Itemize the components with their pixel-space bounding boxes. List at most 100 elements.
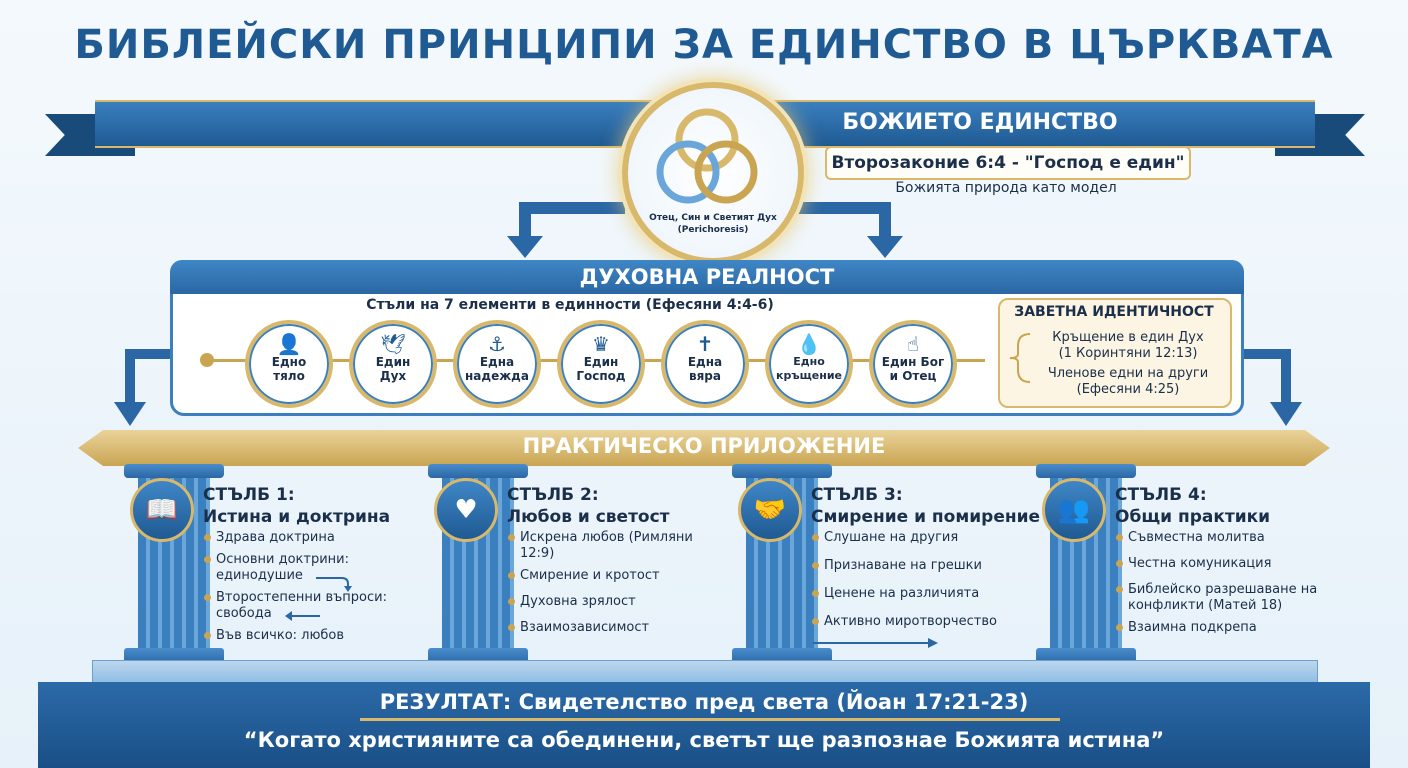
element-label: Една	[479, 355, 515, 369]
elements-chain-dot	[200, 353, 214, 367]
trinity-rings-icon	[656, 108, 758, 204]
pillar-list-line	[812, 532, 814, 644]
side-arrow-right	[1242, 349, 1302, 426]
list-item: Смирение и кротост	[508, 568, 700, 584]
covenant-item: Кръщение в един Дух (1 Коринтяни 12:13)	[1030, 330, 1226, 362]
element-one-lord: ♛ Един Господ	[557, 320, 645, 408]
pillar-capital	[428, 464, 528, 478]
pillar-number: СТЪЛБ 3:	[811, 485, 903, 505]
result-line: РЕЗУЛТАТ: Свидетелство пред света (Йоан …	[379, 690, 1029, 714]
list-item: Второстепенни въпроси: свобода	[204, 590, 421, 622]
list-item: Активно миротворчество	[812, 614, 1034, 630]
person-icon: 👤	[276, 332, 302, 356]
divine-unity-subtitle: Божията природа като модел	[895, 180, 1117, 196]
swap-arrow-icon	[285, 611, 320, 621]
practical-heading: ПРАКТИЧЕСКО ПРИЛОЖЕНИЕ	[522, 434, 886, 458]
heart-icon: ♥	[434, 478, 498, 542]
arrow-right-head	[867, 236, 903, 258]
list-item: Духовна зрялост	[508, 594, 700, 610]
element-label: Едно	[271, 355, 307, 369]
element-label: вяра	[689, 369, 721, 383]
list-item: Искрена любов (Римляни 12:9)	[508, 530, 700, 562]
list-item: Взаимозависимост	[508, 620, 700, 636]
list-item: Основни доктрини: единодушие	[204, 552, 416, 584]
element-one-god-father: ☝ Един Бог и Отец	[869, 320, 957, 408]
element-label: Едно	[793, 355, 825, 368]
result-base	[38, 682, 1370, 768]
pillar-number: СТЪЛБ 2:	[507, 485, 599, 505]
page-title: БИБЛЕЙСКИ ПРИНЦИПИ ЗА ЕДИНСТВО В ЦЪРКВАТ…	[74, 22, 1334, 68]
pointing-hand-icon: ☝	[906, 332, 920, 356]
element-label: кръщение	[776, 369, 842, 382]
element-label: и Отец	[889, 369, 937, 383]
element-one-faith: ✝ Една вяра	[661, 320, 749, 408]
pillar-list-line	[508, 532, 510, 632]
list-item: Признаване на грешки	[812, 558, 1034, 574]
covenant-identity-box	[998, 298, 1232, 408]
element-label: тяло	[273, 369, 305, 383]
covenant-item: Членове едни на други (Ефесяни 4:25)	[1030, 366, 1226, 398]
list-item: Библейско разрешаване на конфликти (Мате…	[1116, 582, 1353, 614]
covenant-item-line: Членове едни на други	[1047, 366, 1209, 381]
element-one-body: 👤 Едно тяло	[245, 320, 333, 408]
list-item: Съвместна молитва	[1116, 530, 1348, 546]
arrow-left-path	[519, 202, 625, 240]
pillar-number: СТЪЛБ 1:	[203, 485, 295, 505]
pillar-title: СТЪЛБ 1: Истина и доктрина	[203, 484, 390, 528]
arrow-left-head	[507, 236, 543, 258]
pillar-title: СТЪЛБ 3: Смирение и помирение	[811, 484, 1040, 528]
pillar-name: Любов и светост	[507, 507, 670, 527]
arrow-right-path	[785, 202, 891, 240]
pillar-name: Общи практики	[1115, 507, 1271, 527]
pillar-capital	[1036, 464, 1136, 478]
pillar-list-line	[1116, 532, 1118, 632]
result-divider	[360, 718, 1060, 721]
cross-icon: ✝	[696, 332, 714, 356]
element-label: Един	[583, 355, 619, 369]
anchor-icon: ⚓	[488, 332, 506, 356]
list-item: Ценене на различията	[812, 586, 1034, 602]
element-one-baptism: 💧 Едно кръщение	[765, 320, 853, 408]
covenant-identity-title: ЗАВЕТНА ИДЕНТИЧНОСТ	[1014, 304, 1214, 320]
practical-portico	[78, 430, 1330, 466]
element-label: Една	[687, 355, 723, 369]
pillar-capital	[732, 464, 832, 478]
foundation-step	[92, 660, 1318, 684]
pillar-name: Истина и доктрина	[203, 507, 391, 527]
list-item: Здрава доктрина	[204, 530, 416, 546]
crown-icon: ♛	[592, 332, 610, 356]
down-arrows	[507, 202, 903, 258]
peacemaking-arrow-icon	[813, 638, 938, 648]
list-item: Във всичко: любов	[204, 628, 416, 644]
element-label: Дух	[379, 369, 407, 383]
pillar-number: СТЪЛБ 4:	[1115, 485, 1207, 505]
pillar-name: Смирение и помирение	[811, 507, 1041, 527]
handshake-icon: 🤝	[738, 478, 802, 542]
element-label: Един Бог	[881, 355, 945, 369]
dove-icon: 🕊	[380, 332, 406, 356]
medallion-label: Отец, Син и Светият Дух (Perichoresis)	[649, 213, 777, 235]
spiritual-reality-subtitle: Стъли на 7 елементи в единности (Ефесяни…	[366, 297, 774, 313]
covenant-item-line: Кръщение в един Дух	[1052, 330, 1204, 345]
list-item: Честна комуникация	[1116, 556, 1348, 572]
pillar-list-line	[204, 532, 206, 640]
side-arrow-left	[114, 349, 172, 426]
pillar-title: СТЪЛБ 4: Общи практики	[1115, 484, 1270, 528]
result-quote: “Когато християните са обединени, светът…	[243, 728, 1165, 752]
element-label: надежда	[465, 369, 529, 383]
divine-unity-heading: БОЖИЕТО ЕДИНСТВО	[842, 110, 1118, 135]
pillar-title: СТЪЛБ 2: Любов и светост	[507, 484, 670, 528]
divine-unity-verse: Второзаконие 6:4 - "Господ е един"	[825, 146, 1191, 180]
spiritual-reality-heading: ДУХОВНА РЕАЛНОСТ	[170, 260, 1244, 294]
covenant-bracket	[1009, 333, 1031, 383]
element-label: Един	[375, 355, 411, 369]
pillar-capital	[124, 464, 224, 478]
water-drop-icon: 💧	[796, 332, 822, 356]
element-one-spirit: 🕊 Един Дух	[349, 320, 437, 408]
book-icon: 📖	[130, 478, 194, 542]
list-item: Взаимна подкрепа	[1116, 620, 1348, 636]
covenant-item-ref: (1 Коринтяни 12:13)	[1058, 346, 1198, 361]
swap-arrow-icon	[316, 577, 352, 592]
element-label: Господ	[576, 369, 626, 383]
people-icon: 👥	[1042, 478, 1106, 542]
